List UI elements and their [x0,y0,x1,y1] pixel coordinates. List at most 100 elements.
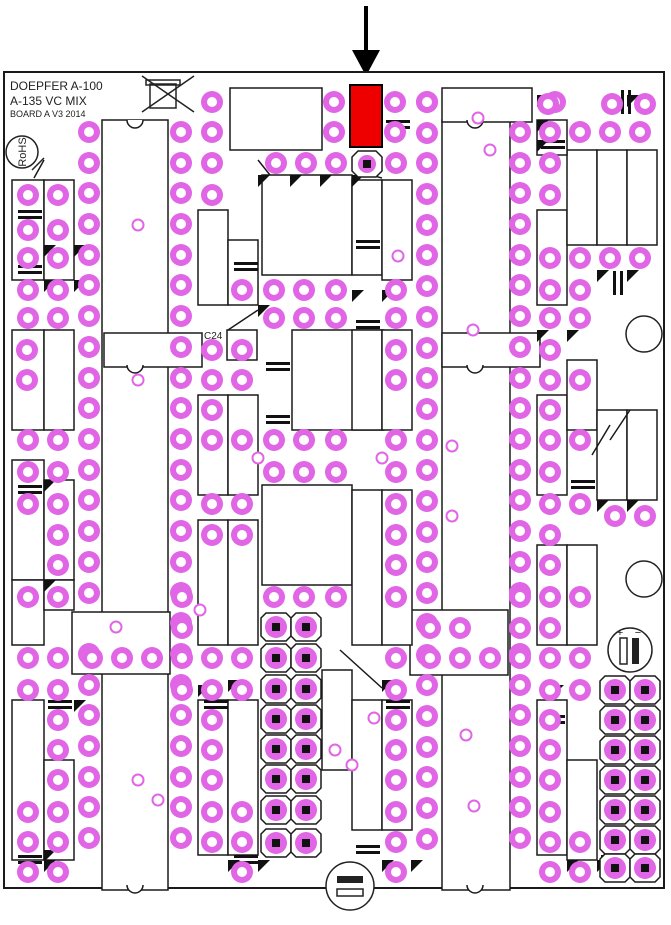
solder-pad [569,831,591,853]
header-pin [611,836,619,844]
solder-pad [263,429,285,451]
solder-pad [416,736,438,758]
solder-pad [416,244,438,266]
solder-pad [539,461,561,483]
solder-pad [171,617,193,639]
pad-hole [237,867,247,877]
pad-hole [207,345,217,355]
solder-pad [569,493,591,515]
solder-pad [16,369,38,391]
resistor-outline [626,149,658,246]
header-pin [611,746,619,754]
solder-pad [569,247,591,269]
solder-pad [47,861,69,883]
pad-hole [545,745,555,755]
pad-hole [84,588,94,598]
pad-hole [117,653,127,663]
pin1-marker [44,580,56,592]
rohs-label: RoHS [17,137,29,166]
pad-hole [422,404,432,414]
header-pin [302,715,310,723]
pad-hole [515,280,525,290]
pad-hole [53,685,63,695]
pad-hole [53,807,63,817]
solder-pad [171,647,193,669]
pad-hole [84,434,94,444]
board-title-line2: A-135 VC MIX [10,94,87,108]
pin1-marker [352,175,364,187]
pad-hole [391,285,401,295]
electrolytic-capacitor-top: + − [607,627,653,673]
pad-hole [515,653,525,663]
pad-hole [575,592,585,602]
solder-pad [263,461,285,483]
solder-pad [78,704,100,726]
pin1-marker [567,330,579,342]
header-pin [641,806,649,814]
solder-pad [201,399,223,421]
ic-outline [261,174,353,276]
pad-hole [176,772,186,782]
solder-pad [17,801,39,823]
solder-pad [265,152,287,174]
pad-hole [425,623,435,633]
pad-hole [422,343,432,353]
solder-pad [385,739,407,761]
solder-pad [325,279,347,301]
solder-pad [509,152,531,174]
pad-hole [607,99,617,109]
pad-hole [545,313,555,323]
solder-pad [539,184,561,206]
solder-pad [539,861,561,883]
pad-hole [207,745,217,755]
pad-hole [207,775,217,785]
pad-hole [84,158,94,168]
solder-pad [569,647,591,669]
solder-pad [569,586,591,608]
header-pin [272,654,280,662]
solder-pad [81,647,103,669]
pad-hole [515,680,525,690]
polarity-plus-label: + [617,627,623,639]
solder-pad [47,219,69,241]
solder-pad [141,647,163,669]
solder-pad [17,647,39,669]
solder-pad [170,121,192,143]
pad-hole [422,588,432,598]
solder-pad [47,279,69,301]
pad-hole [176,280,186,290]
capacitor-bar [18,210,42,213]
pad-hole [545,867,555,877]
solder-pad [78,489,100,511]
solder-pad [201,369,223,391]
solder-pad [78,336,100,358]
solder-pad [509,182,531,204]
solder-pad [509,735,531,757]
pad-hole [23,285,33,295]
pad-hole [422,312,432,322]
pad-hole [207,127,217,137]
solder-pad [416,306,438,328]
pad-hole [391,653,401,663]
pad-hole [53,592,63,602]
solder-pad [263,307,285,329]
solder-pad [78,459,100,481]
pad-hole [422,742,432,752]
solder-pad [78,244,100,266]
mounting-hole [625,560,663,598]
pad-hole [545,623,555,633]
solder-pad [385,709,407,731]
solder-pad [78,827,100,849]
pad-hole [331,285,341,295]
pad-hole [329,97,339,107]
pad-hole [23,867,33,877]
pad-hole [635,253,645,263]
pad-hole [391,837,401,847]
solder-pad [569,307,591,329]
solder-pad [416,551,438,573]
pad-hole [422,496,432,506]
pad-hole [329,127,339,137]
pad-hole [391,807,401,817]
via [466,323,480,337]
